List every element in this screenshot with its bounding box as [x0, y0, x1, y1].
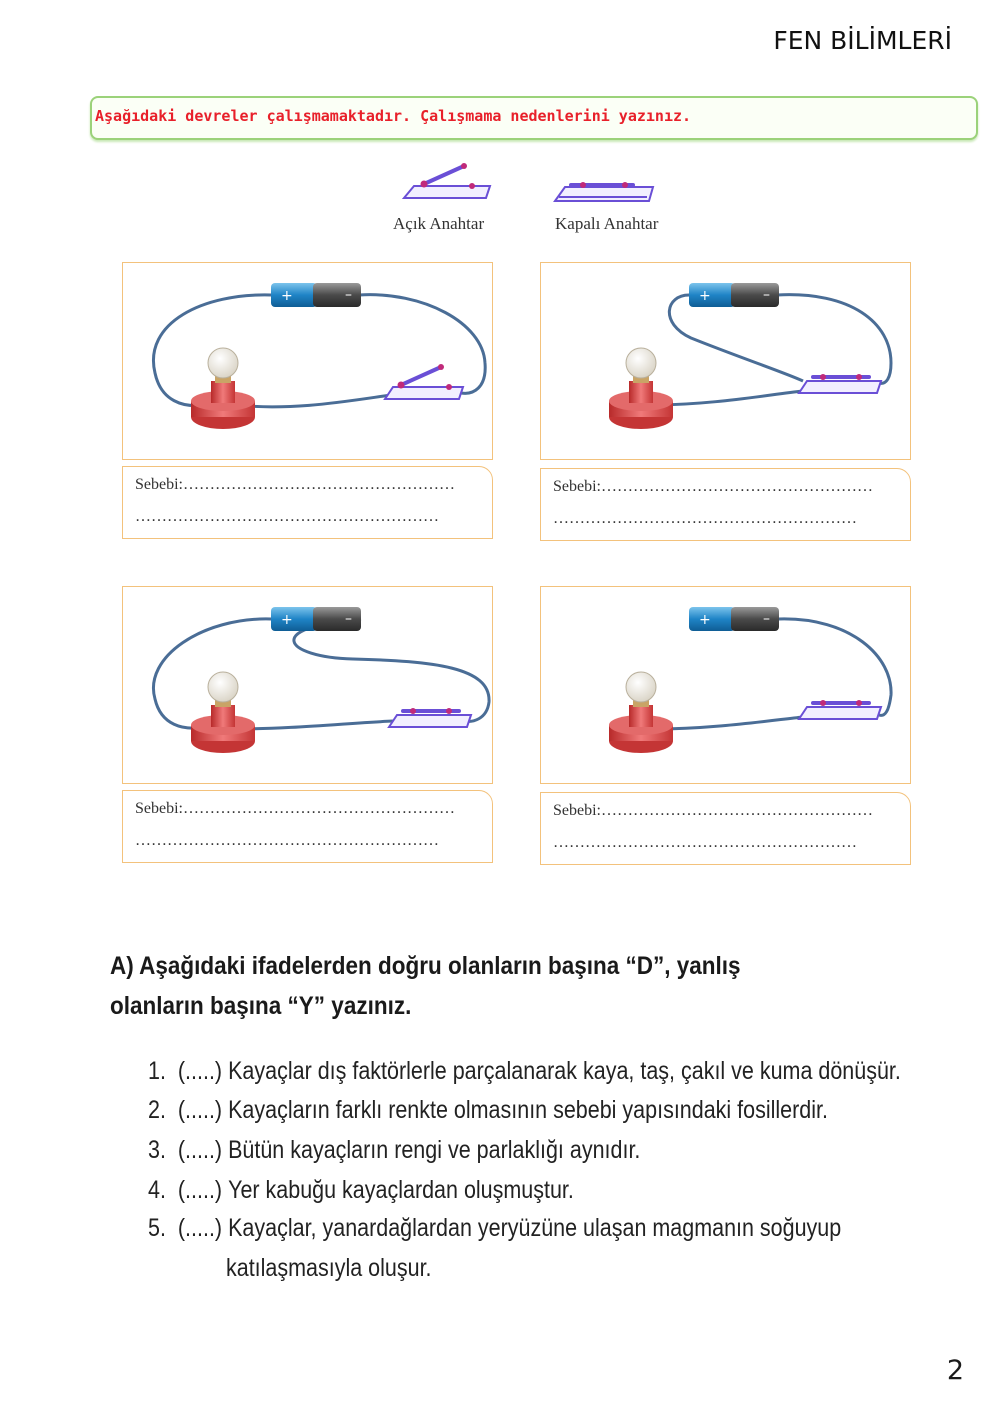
statement-text: Yer kabuğu kayaçlardan oluşmuştur. [228, 1176, 574, 1204]
statement-number: 2. [148, 1096, 166, 1124]
closed-switch-icon [387, 708, 473, 728]
battery-icon: + – [689, 607, 779, 631]
closed-switch-icon [553, 182, 655, 202]
svg-text:–: – [763, 287, 770, 303]
reason-label: Sebebi:…………………………………………… [135, 800, 455, 817]
reason-line: ………………………………………………… [553, 834, 857, 851]
answer-blank[interactable]: (.....) [177, 1057, 223, 1085]
svg-text:–: – [345, 287, 352, 303]
reason-box-1[interactable]: Sebebi:…………………………………………… ………………………………………… [122, 466, 493, 539]
reason-line: ………………………………………………… [553, 510, 857, 527]
svg-text:+: + [699, 612, 711, 628]
bulb-icon [191, 347, 255, 429]
statement-text: Kayaçlar dış faktörlerle parçalanarak ka… [228, 1057, 901, 1085]
reason-label: Sebebi:…………………………………………… [553, 802, 873, 819]
answer-blank[interactable]: (.....) [177, 1176, 223, 1204]
reason-box-4[interactable]: Sebebi:…………………………………………… ………………………………………… [540, 792, 911, 865]
battery-icon: + – [271, 607, 361, 631]
answer-blank[interactable]: (.....) [177, 1214, 223, 1242]
bulb-icon [609, 347, 673, 429]
svg-text:–: – [345, 611, 352, 627]
statement-2: 2. (.....) Kayaçların farklı renkte olma… [148, 1096, 828, 1125]
circuit-diagram-3: + – [152, 607, 491, 753]
battery-icon: + – [689, 283, 779, 307]
circuit-diagram-2: + – [609, 283, 893, 429]
statement-1: 1. (.....) Kayaçlar dış faktörlerle parç… [148, 1057, 901, 1086]
statement-4: 4. (.....) Yer kabuğu kayaçlardan oluşmu… [148, 1176, 574, 1205]
circuit-panel-1: + – [122, 262, 493, 460]
open-switch-icon [383, 364, 465, 400]
circuit-diagram-4: + – [609, 607, 893, 753]
reason-box-3[interactable]: Sebebi:…………………………………………… ………………………………………… [122, 790, 493, 863]
statement-number: 4. [148, 1176, 166, 1204]
circuit-panel-4: + – [540, 586, 911, 784]
instruction-banner [90, 96, 978, 140]
statement-5-continuation: katılaşmasıyla oluşur. [226, 1254, 432, 1282]
reason-line: ………………………………………………… [135, 832, 439, 849]
svg-text:–: – [763, 611, 770, 627]
instruction-text: Aşağıdaki devreler çalışmamaktadır. Çalı… [95, 107, 692, 125]
answer-blank[interactable]: (.....) [177, 1136, 223, 1164]
statement-text: Bütün kayaçların rengi ve parlaklığı ayn… [228, 1136, 641, 1164]
statement-5: 5. (.....) Kayaçlar, yanardağlardan yery… [148, 1214, 841, 1243]
statement-number: 1. [148, 1057, 166, 1085]
reason-line: ………………………………………………… [135, 508, 439, 525]
closed-switch-icon [797, 700, 883, 720]
circuit-panel-2: + – [540, 262, 911, 460]
reason-box-2[interactable]: Sebebi:…………………………………………… ………………………………………… [540, 468, 911, 541]
statement-3: 3. (.....) Bütün kayaçların rengi ve par… [148, 1136, 640, 1165]
closed-switch-icon [797, 374, 883, 394]
open-switch-label: Açık Anahtar [393, 214, 485, 233]
page-number: 2 [946, 1355, 964, 1386]
svg-text:+: + [281, 288, 293, 304]
open-switch-icon [401, 163, 492, 199]
circuit-panel-3: + – [122, 586, 493, 784]
statement-number: 3. [148, 1136, 166, 1164]
statement-number: 5. [148, 1214, 166, 1242]
statement-text: Kayaçların farklı renkte olmasının sebeb… [228, 1096, 828, 1124]
svg-text:+: + [281, 612, 293, 628]
bulb-icon [191, 671, 255, 753]
bulb-icon [609, 671, 673, 753]
closed-switch-label: Kapalı Anahtar [555, 214, 659, 233]
statement-text: Kayaçlar, yanardağlardan yeryüzüne ulaşa… [228, 1214, 842, 1242]
section-a-title: A) Aşağıdaki ifadelerden doğru olanların… [110, 952, 741, 1020]
circuit-diagram-1: + – [152, 283, 487, 429]
subject-title: FEN BİLİMLERİ [773, 26, 952, 55]
battery-icon: + – [271, 283, 361, 307]
svg-text:+: + [699, 288, 711, 304]
reason-label: Sebebi:…………………………………………… [553, 478, 873, 495]
answer-blank[interactable]: (.....) [177, 1096, 223, 1124]
reason-label: Sebebi:…………………………………………… [135, 476, 455, 493]
